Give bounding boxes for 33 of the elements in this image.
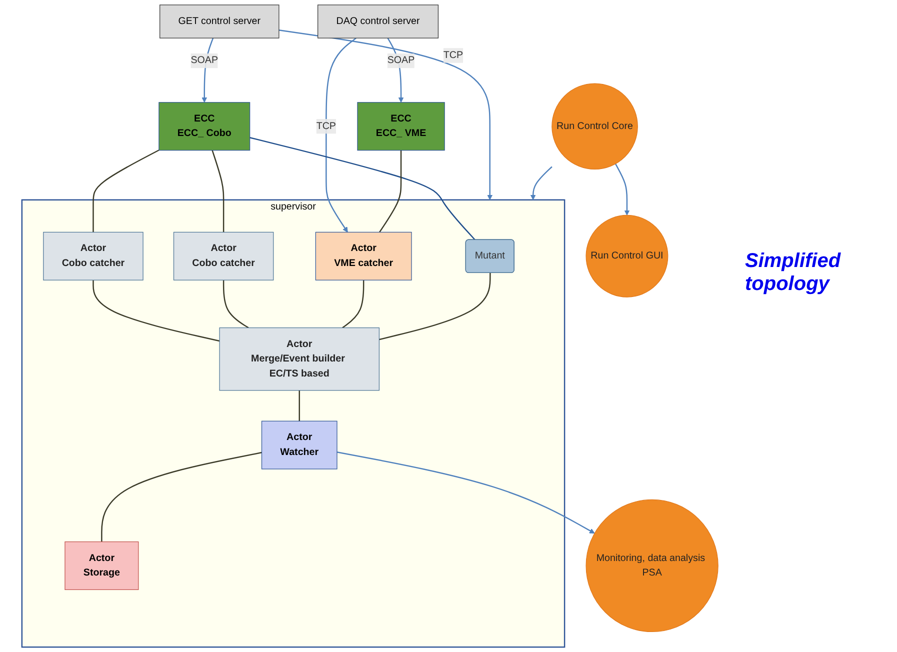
arrow <box>614 164 630 216</box>
note-label: Simplified topology <box>745 250 842 296</box>
connector <box>212 150 224 232</box>
node-box: Actor Storage <box>64 541 139 590</box>
connector <box>250 137 476 240</box>
connector <box>379 273 491 340</box>
edge-label: SOAP <box>387 55 415 66</box>
node-box: Actor VME catcher <box>315 232 412 280</box>
edge-label: TCP <box>316 120 336 132</box>
connector <box>92 150 160 232</box>
node-box: Actor Watcher <box>261 420 338 470</box>
arrow <box>336 452 595 534</box>
node-box: ECC ECC_ Cobo <box>158 102 250 151</box>
node-circle: Run Control Core <box>552 83 638 170</box>
node-box: Actor Cobo catcher <box>173 232 274 280</box>
connector <box>379 150 402 233</box>
arrow <box>278 30 493 200</box>
node-box: Actor Merge/Event builder EC/TS based <box>219 327 380 391</box>
node-box: DAQ control server <box>318 4 439 38</box>
connector <box>101 452 262 542</box>
arrow <box>530 166 552 200</box>
arrow <box>326 38 357 232</box>
node-circle: Run Control GUI <box>586 214 668 298</box>
edge-label: TCP <box>443 50 464 60</box>
connector <box>342 280 364 328</box>
node-box: GET control server <box>160 4 280 38</box>
node-box: Actor Cobo catcher <box>43 232 144 280</box>
connector <box>298 390 300 422</box>
node-circle: Monitoring, data analysis PSA <box>586 499 718 632</box>
connector <box>222 280 249 328</box>
node-box: ECC ECC_ VME <box>357 102 445 151</box>
connector <box>92 280 220 342</box>
edge-label: SOAP <box>190 55 218 66</box>
